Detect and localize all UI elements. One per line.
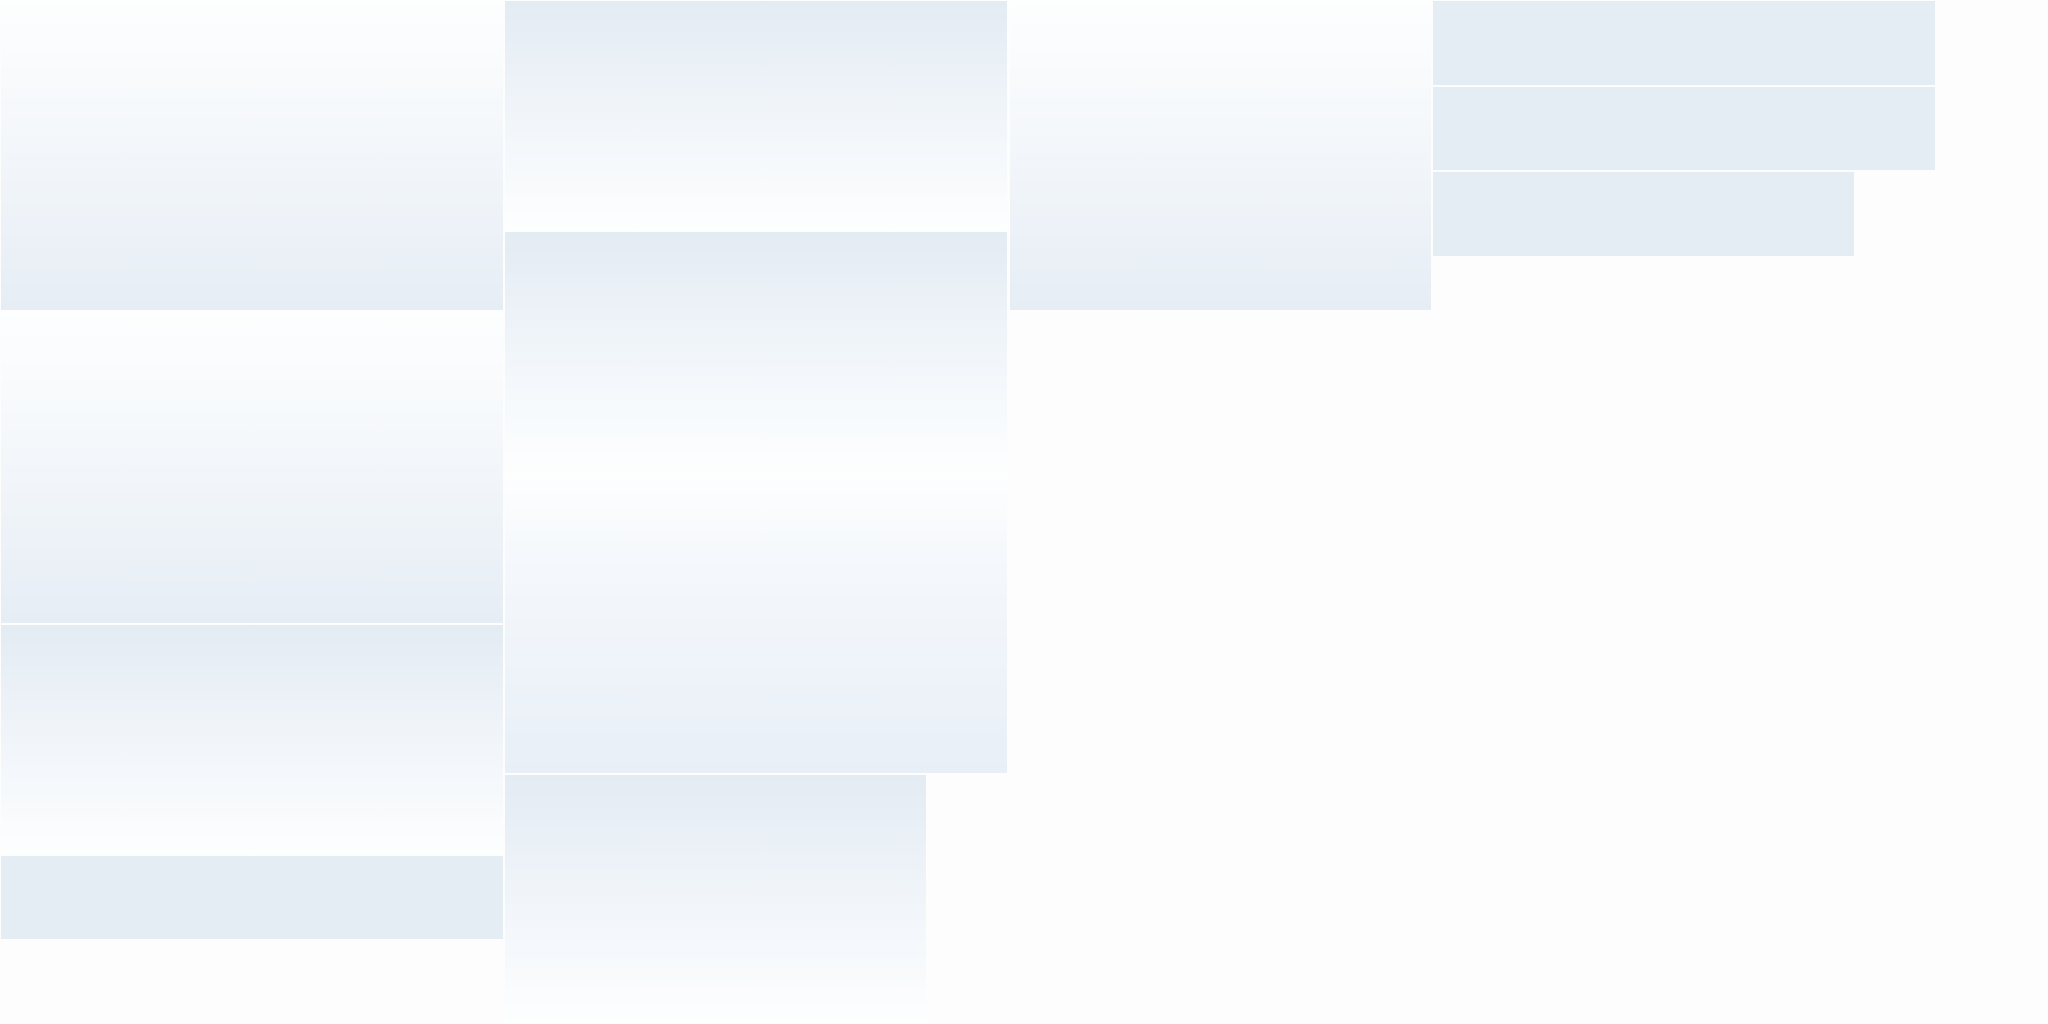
skeleton-tile [1433, 172, 1854, 256]
skeleton-tile [1433, 1, 1935, 85]
skeleton-tile [505, 1, 1007, 231]
skeleton-tile [1, 0, 503, 310]
skeleton-tile [1, 625, 503, 855]
skeleton-tile [1, 312, 503, 623]
skeleton-tile [1010, 0, 1431, 310]
skeleton-tile [505, 232, 1007, 773]
skeleton-tile [505, 775, 926, 1024]
skeleton-tile [1, 856, 503, 939]
skeleton-tile [1433, 87, 1935, 170]
